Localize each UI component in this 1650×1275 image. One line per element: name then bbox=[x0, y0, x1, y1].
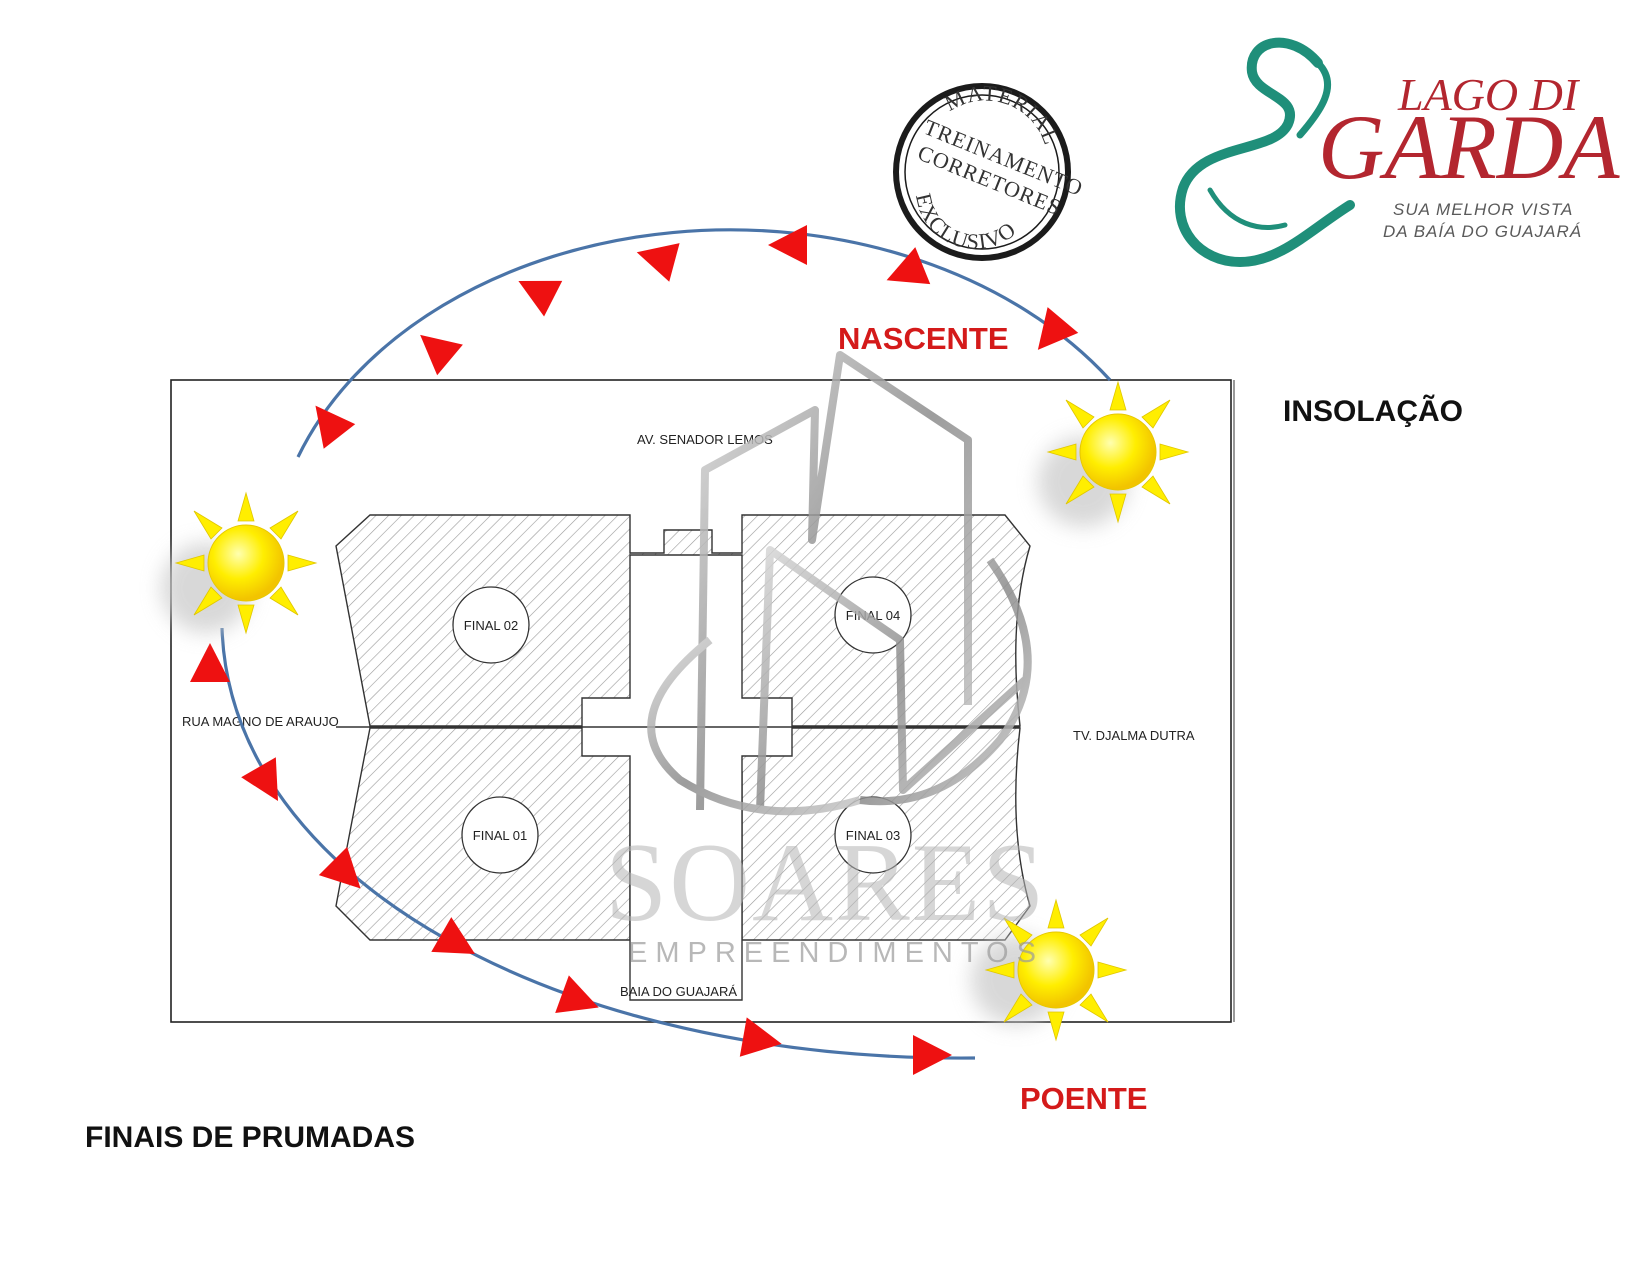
sun-east-icon bbox=[1038, 380, 1190, 527]
swan-icon bbox=[1174, 37, 1355, 268]
street-south: BAIA DO GUAJARÁ bbox=[620, 984, 737, 999]
direction-arrows bbox=[190, 225, 1079, 1075]
unit-final-03: FINAL 03 bbox=[846, 828, 900, 843]
street-west: RUA MAGNO DE ARAUJO bbox=[182, 714, 339, 729]
logo-tagline1: SUA MELHOR VISTA bbox=[1393, 200, 1573, 219]
logo-line1: LAGO DI bbox=[1397, 69, 1581, 120]
central-core bbox=[581, 554, 793, 1001]
street-east: TV. DJALMA DUTRA bbox=[1073, 728, 1195, 743]
training-stamp: MATERIAL TREINAMENTO CORRETORES EXCLUSIV… bbox=[893, 63, 1087, 270]
watermark-name: SOARES bbox=[605, 821, 1046, 945]
sun-path-arc bbox=[296, 228, 1112, 458]
logo-line2: GARDA bbox=[1318, 96, 1620, 198]
sun-west-icon bbox=[161, 491, 318, 635]
unit-final-01: FINAL 01 bbox=[473, 828, 527, 843]
unit-final-02: FINAL 02 bbox=[464, 618, 518, 633]
lago-di-garda-logo: LAGO DI GARDA SUA MELHOR VISTA DA BAÍA D… bbox=[1174, 37, 1620, 268]
street-north: AV. SENADOR LEMOS bbox=[637, 432, 773, 447]
label-unit-endings: FINAIS DE PRUMADAS bbox=[85, 1121, 415, 1154]
soares-watermark: SOARES EMPREENDIMENTOS bbox=[605, 351, 1046, 969]
label-sunrise: NASCENTE bbox=[838, 321, 1009, 356]
sun-south-icon bbox=[971, 898, 1128, 1042]
label-insolation: INSOLAÇÃO bbox=[1283, 394, 1463, 428]
label-sunset: POENTE bbox=[1020, 1081, 1147, 1116]
logo-tagline2: DA BAÍA DO GUAJARÁ bbox=[1383, 222, 1582, 241]
watermark-subtitle: EMPREENDIMENTOS bbox=[628, 937, 1044, 969]
